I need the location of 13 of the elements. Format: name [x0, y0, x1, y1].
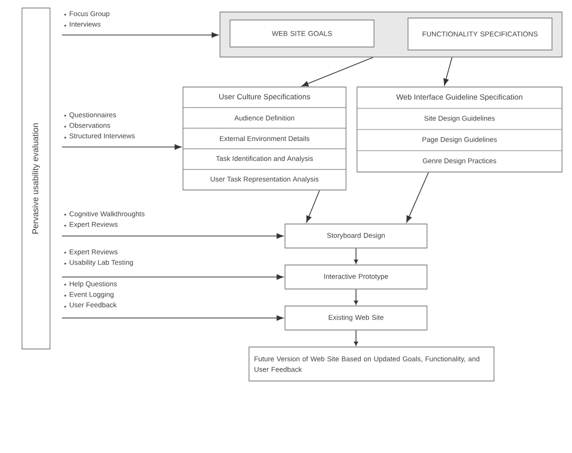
arrow	[62, 144, 182, 150]
arrow	[406, 172, 429, 223]
arrow	[62, 233, 284, 239]
arrow	[62, 315, 284, 321]
arrow	[302, 56, 374, 86]
arrow	[354, 288, 358, 305]
arrow	[443, 56, 452, 86]
arrow	[354, 330, 358, 346]
evaluation-band: Pervasive usability evaluation	[22, 8, 50, 350]
arrow	[62, 32, 218, 38]
arrow	[354, 248, 358, 264]
arrow	[306, 190, 320, 223]
arrow	[62, 274, 284, 280]
